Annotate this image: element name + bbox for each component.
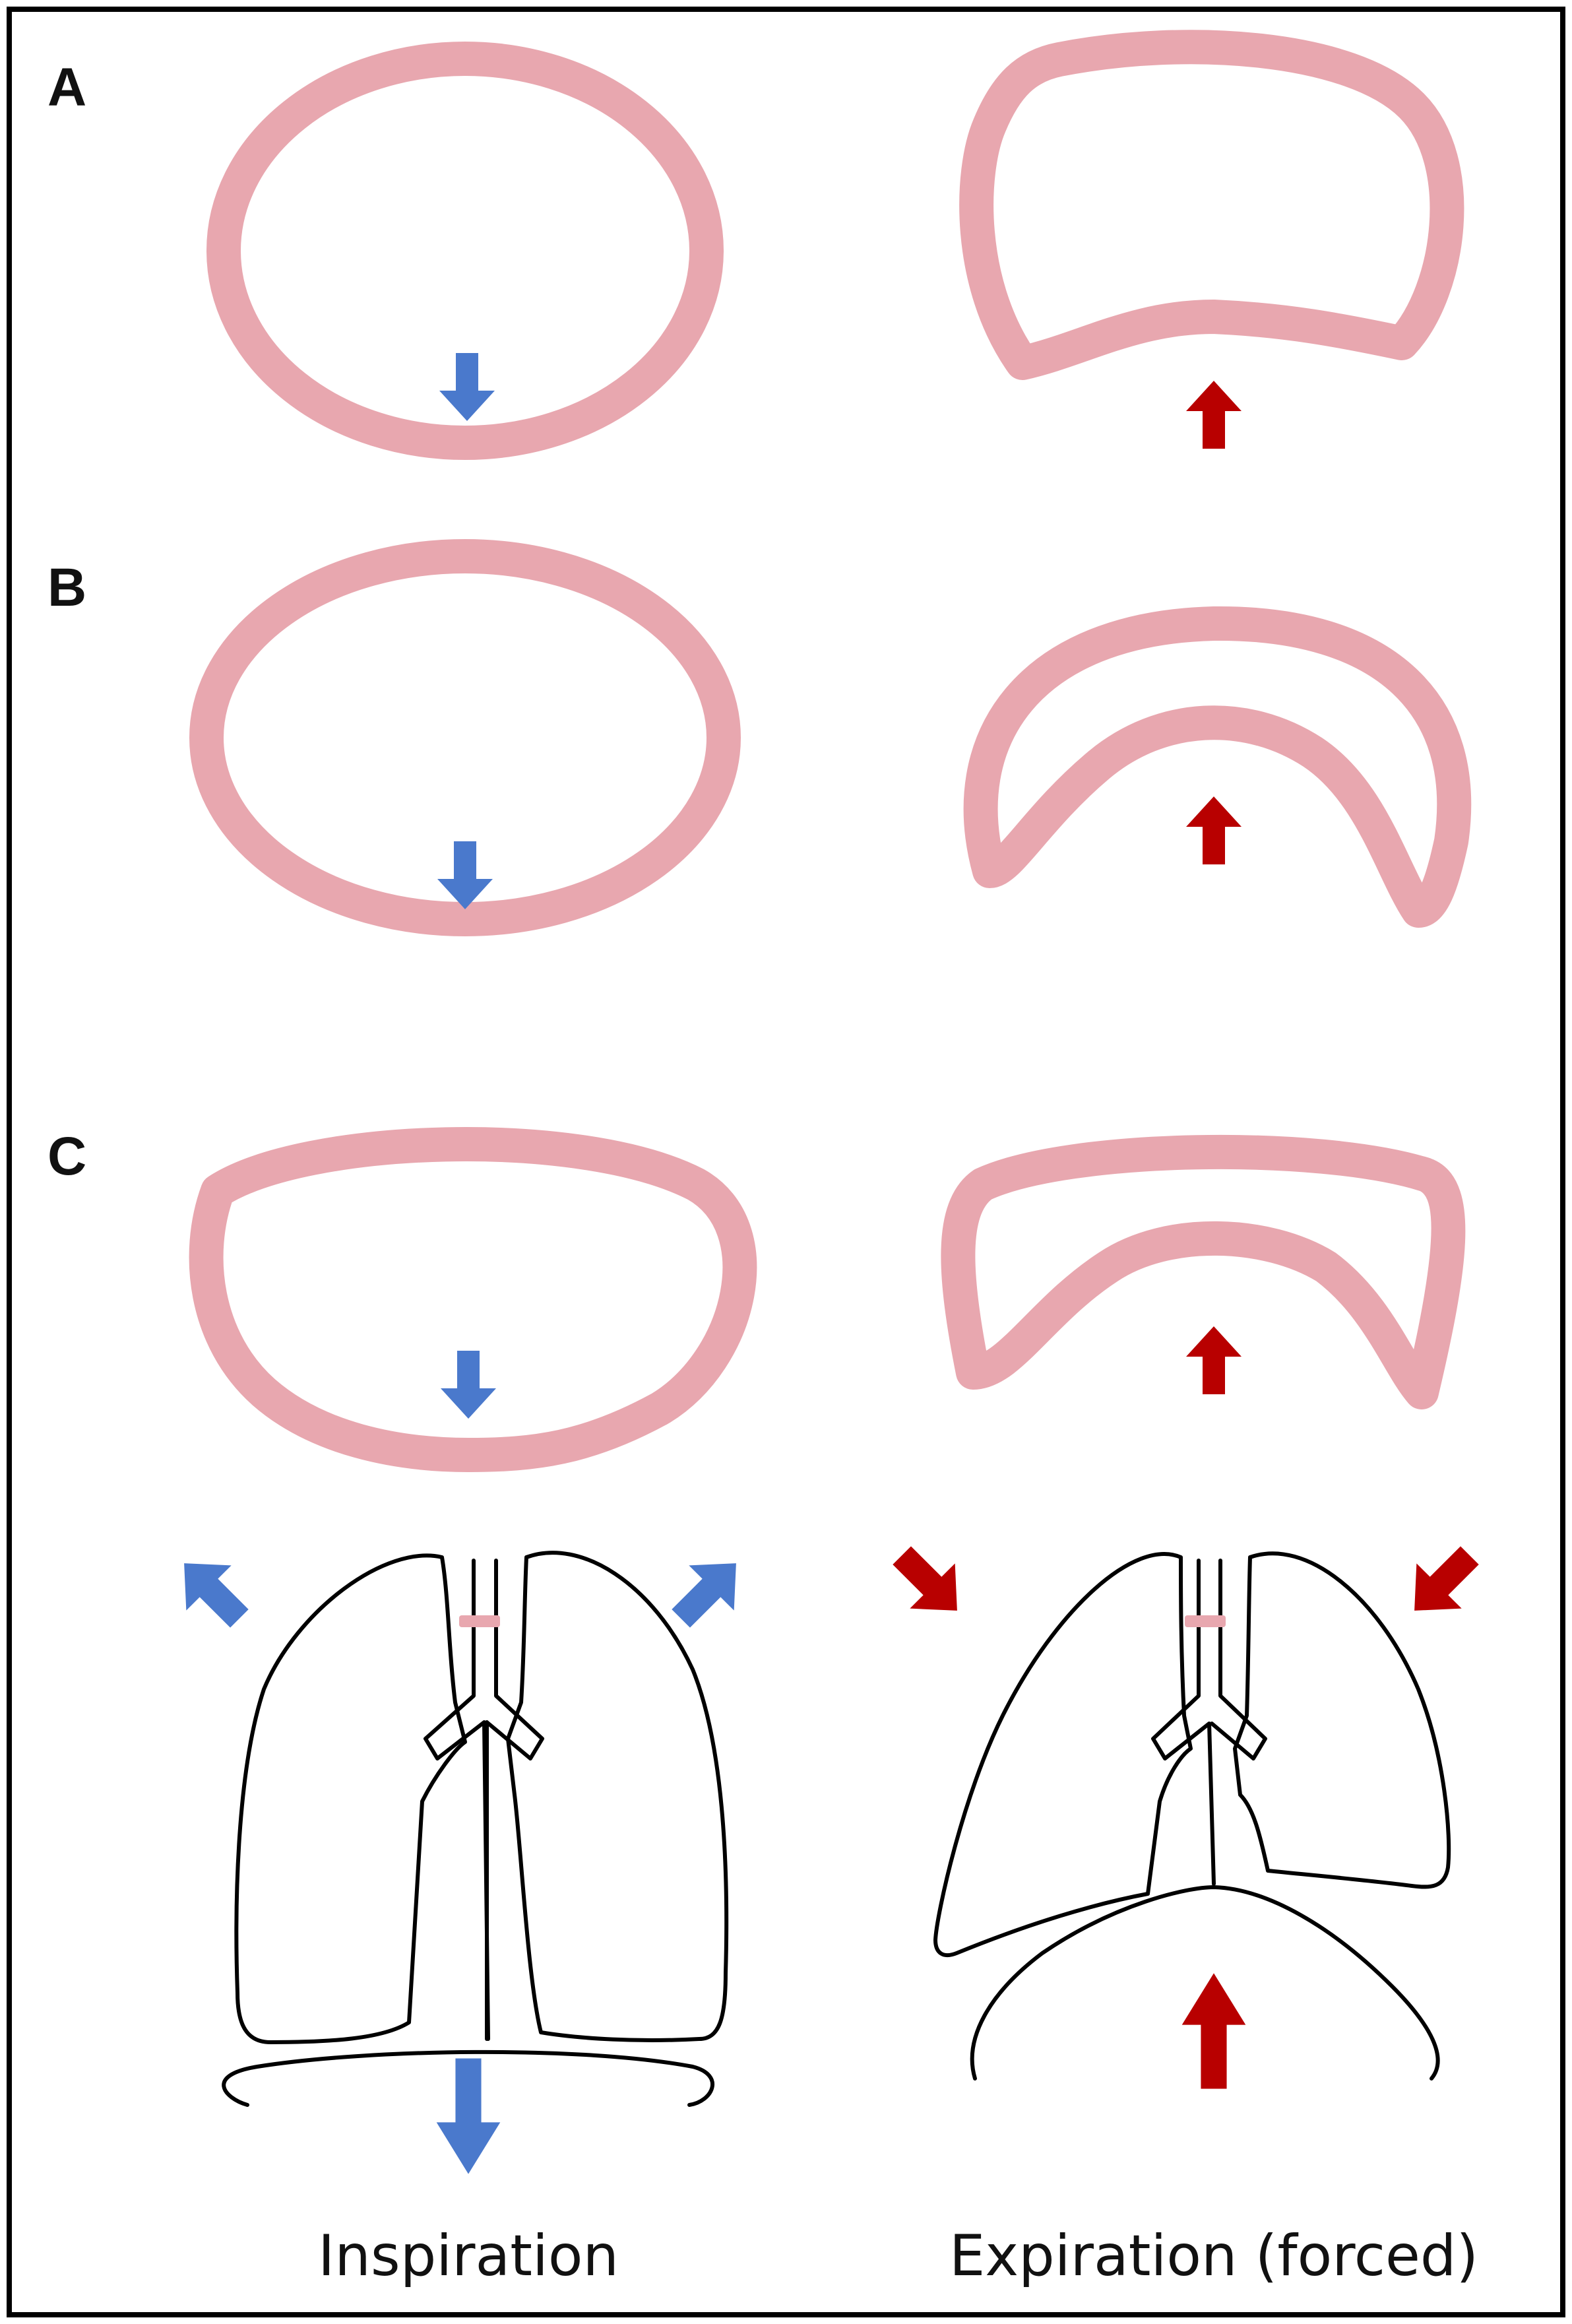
left-lung-expiration (933, 1552, 1193, 1958)
left-lung-inspiration (234, 1553, 467, 2044)
airway-b-expiration (963, 606, 1472, 928)
arrow-lung-ex-up-icon (1181, 1973, 1246, 2089)
airway-marker-inspiration (459, 1615, 500, 1627)
airway-a-expiration (959, 30, 1464, 380)
right-lung-inspiration (506, 1551, 729, 2042)
arrow-c-expiration-icon (1186, 1326, 1242, 1394)
right-lung-expiration (1233, 1551, 1451, 1889)
caption-expiration: Expiration (forced) (949, 2223, 1478, 2289)
caption-inspiration: Inspiration (318, 2223, 619, 2289)
airway-c-inspiration (189, 1127, 757, 1472)
arrow-c-inspiration-icon (441, 1351, 496, 1419)
diaphragm-inspiration (222, 2050, 715, 2107)
panel-label-c: C (47, 1126, 86, 1186)
panel-label-a: A (47, 57, 86, 117)
airway-marker-expiration (1185, 1615, 1226, 1627)
arrow-a-expiration-icon (1186, 381, 1242, 449)
arrow-b-inspiration-icon (437, 841, 493, 909)
arrow-a-inspiration-icon (439, 353, 495, 421)
airway-b-inspiration (189, 539, 741, 936)
airway-c-expiration (941, 1134, 1466, 1409)
arrow-lung-in-upright-icon (658, 1540, 759, 1642)
arrow-lung-ex-upleft-icon (879, 1532, 980, 1634)
arrow-lung-in-down-icon (436, 2058, 501, 2174)
panel-label-b: B (47, 558, 86, 618)
arrow-lung-ex-upright-icon (1391, 1532, 1493, 1634)
arrow-lung-in-upleft-icon (161, 1540, 263, 1642)
lungs-inspiration (222, 1551, 729, 2107)
airway-a-inspiration (206, 42, 724, 460)
figure-border (7, 7, 1565, 2317)
lungs-expiration (933, 1551, 1451, 2081)
diaphragm-expiration (970, 1885, 1440, 2081)
arrow-b-expiration-icon (1186, 796, 1242, 864)
